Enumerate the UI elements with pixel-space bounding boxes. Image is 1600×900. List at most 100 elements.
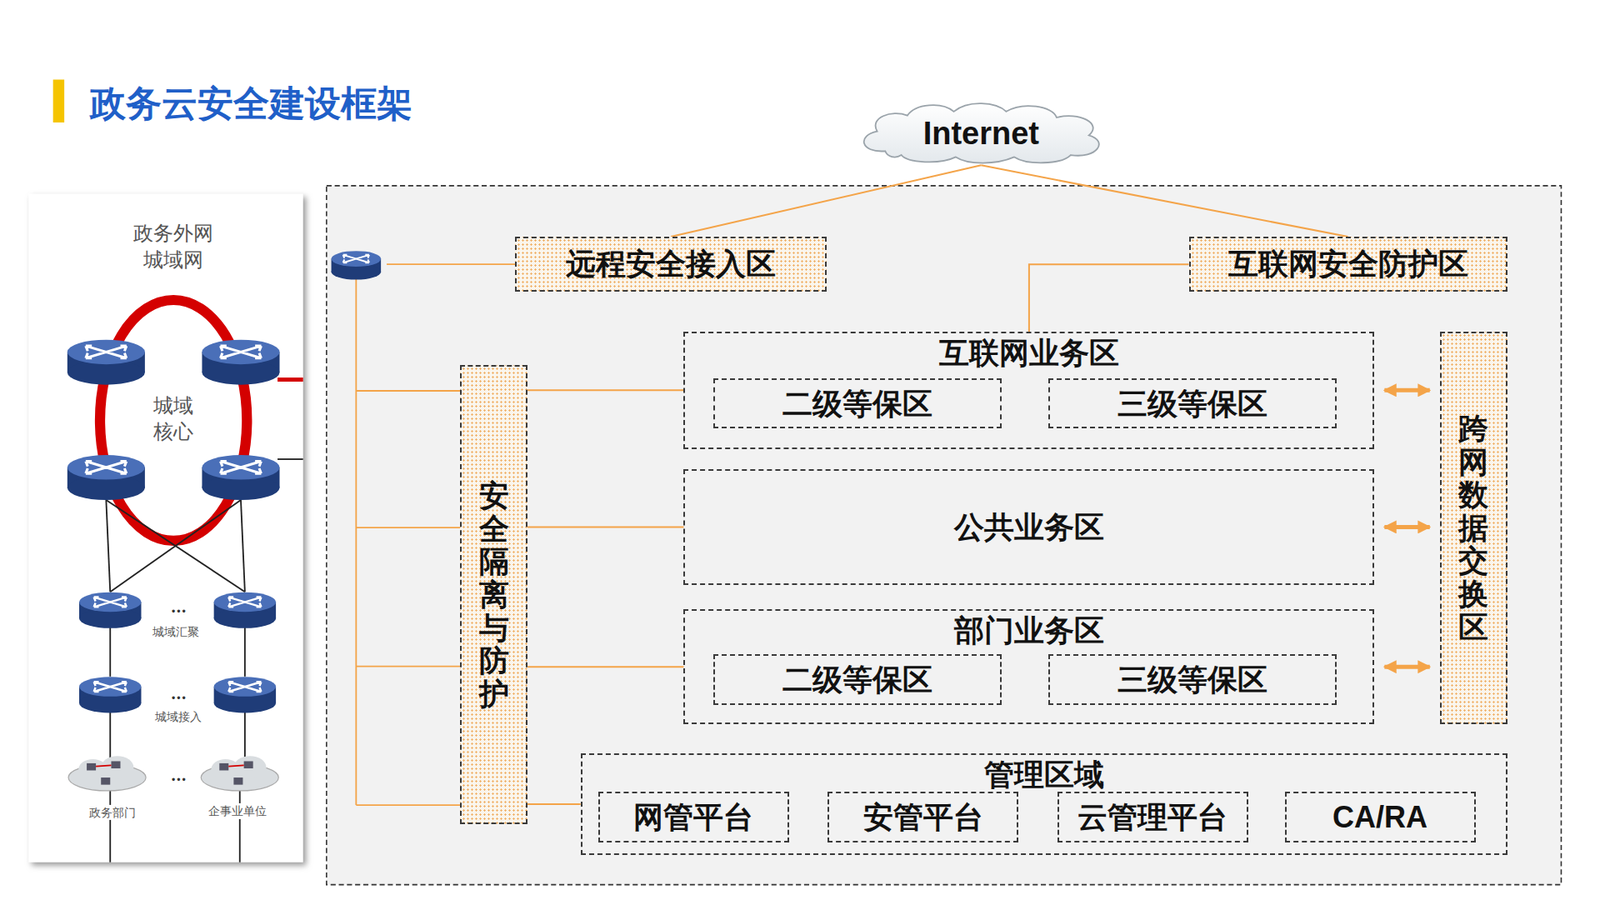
network-label: ... — [169, 597, 189, 617]
drawing-rect — [100, 777, 110, 785]
network-label: 政务外网 城域网 — [125, 220, 221, 273]
exchange-band: 跨网数据交换区 — [1440, 331, 1508, 725]
drawing-line — [355, 277, 357, 805]
platform-box: 云管理平台 — [1057, 791, 1249, 843]
page-title: 政务云安全建设框架 — [90, 80, 413, 129]
title-bar — [53, 80, 65, 123]
access-router — [214, 676, 276, 713]
level-zone: 三级等保区 — [1048, 654, 1338, 705]
zone-label: 网管平台 — [633, 800, 754, 835]
zone-label: 安全隔离与防护 — [479, 479, 510, 710]
drawing-rect — [110, 760, 120, 769]
cloud-area — [326, 185, 1562, 885]
access-zone: 远程安全接入区 — [515, 236, 826, 292]
business-zone: 公共业务区 — [683, 469, 1375, 585]
business-zone: 部门业务区二级等保区 三级等保区 — [683, 609, 1375, 725]
core-router — [201, 455, 280, 500]
drawing-line — [355, 804, 460, 806]
drawing-line — [386, 263, 515, 265]
network-label: 企事业单位 — [206, 803, 269, 819]
drawing-line — [228, 765, 244, 766]
drawing-line — [105, 500, 110, 592]
zone-label: 管理区域 — [984, 760, 1105, 790]
zone-label: 云管理平台 — [1077, 800, 1228, 835]
level-zone: 二级等保区 — [713, 378, 1003, 429]
drawing-ellipse — [100, 300, 247, 541]
link-line — [527, 389, 684, 391]
management-zone: 管理区域网管平台 安管平台 云管理平台 CA/RA — [580, 753, 1508, 855]
network-panel — [28, 194, 303, 863]
core-router — [201, 340, 280, 385]
drawing-ellipse — [233, 755, 266, 779]
link-line — [527, 803, 581, 805]
enterprise-cloud — [200, 755, 279, 791]
network-label: ... — [169, 765, 189, 785]
link-line — [527, 665, 684, 668]
drawing-line — [95, 765, 111, 766]
department-cloud — [68, 755, 146, 791]
core-router — [67, 340, 145, 385]
drawing-line — [240, 500, 245, 592]
drawing-ellipse — [100, 755, 134, 779]
drawing-line — [244, 712, 246, 761]
exchange-arrow — [1384, 525, 1430, 530]
aggregation-router — [79, 592, 141, 629]
zone-label: 安管平台 — [863, 800, 984, 835]
link-line — [670, 165, 981, 237]
network-label: 城域接入 — [153, 708, 204, 724]
drawing-line — [110, 500, 241, 592]
platform-box: 安管平台 — [827, 791, 1019, 843]
zone-label: 互联网业务区 — [939, 338, 1120, 369]
drawing-rect — [233, 777, 243, 785]
drawing-line — [244, 627, 246, 677]
isolation-band: 安全隔离与防护 — [460, 365, 528, 825]
link-line — [527, 525, 684, 528]
core-router — [67, 455, 145, 500]
drawing-line — [277, 377, 304, 382]
drawing-line — [109, 627, 111, 677]
aggregation-router — [214, 592, 276, 629]
link-line — [1029, 264, 1190, 332]
zone-label: CA/RA — [1332, 800, 1428, 835]
drawing-rect — [219, 763, 229, 771]
access-router — [79, 676, 141, 713]
zone-label: 公共业务区 — [954, 510, 1105, 545]
drawing-line — [109, 712, 111, 761]
drawing-rect — [244, 760, 254, 769]
exchange-arrow — [1384, 388, 1430, 393]
network-label: 城域汇聚 — [150, 624, 201, 640]
drawing-rect — [86, 763, 96, 771]
business-zone: 互联网业务区二级等保区 三级等保区 — [683, 331, 1375, 450]
drawing-line — [239, 787, 241, 862]
drawing-line — [355, 665, 460, 668]
network-label: ... — [169, 684, 189, 704]
zone-label: 二级等保区 — [782, 386, 933, 421]
platform-box: CA/RA — [1285, 791, 1476, 843]
network-label: 政务部门 — [87, 805, 138, 820]
platform-box: 网管平台 — [598, 791, 790, 843]
drawing-line — [109, 787, 111, 862]
zone-label: 部门业务区 — [954, 615, 1105, 646]
network-label: 城域 核心 — [145, 393, 201, 445]
zone-label: 远程安全接入区 — [565, 246, 776, 281]
drawing-line — [105, 500, 245, 592]
zone-label: 互联网安全防护区 — [1228, 246, 1469, 281]
drawing-line — [355, 390, 460, 392]
protection-zone: 互联网安全防护区 — [1189, 236, 1508, 292]
exchange-arrow — [1384, 665, 1430, 670]
level-zone: 三级等保区 — [1048, 378, 1338, 429]
level-zone: 二级等保区 — [713, 654, 1003, 705]
zone-label: 二级等保区 — [782, 662, 933, 697]
link-line — [980, 165, 1348, 237]
cloud-label: Internet — [923, 115, 1040, 153]
internet-cloud: Internet — [855, 101, 1107, 165]
drawing-line — [355, 526, 460, 529]
zone-label: 三级等保区 — [1117, 662, 1268, 697]
drawing-line — [277, 458, 304, 460]
router-icon — [331, 250, 382, 280]
zone-label: 三级等保区 — [1117, 386, 1268, 421]
zone-label: 跨网数据交换区 — [1458, 412, 1489, 644]
